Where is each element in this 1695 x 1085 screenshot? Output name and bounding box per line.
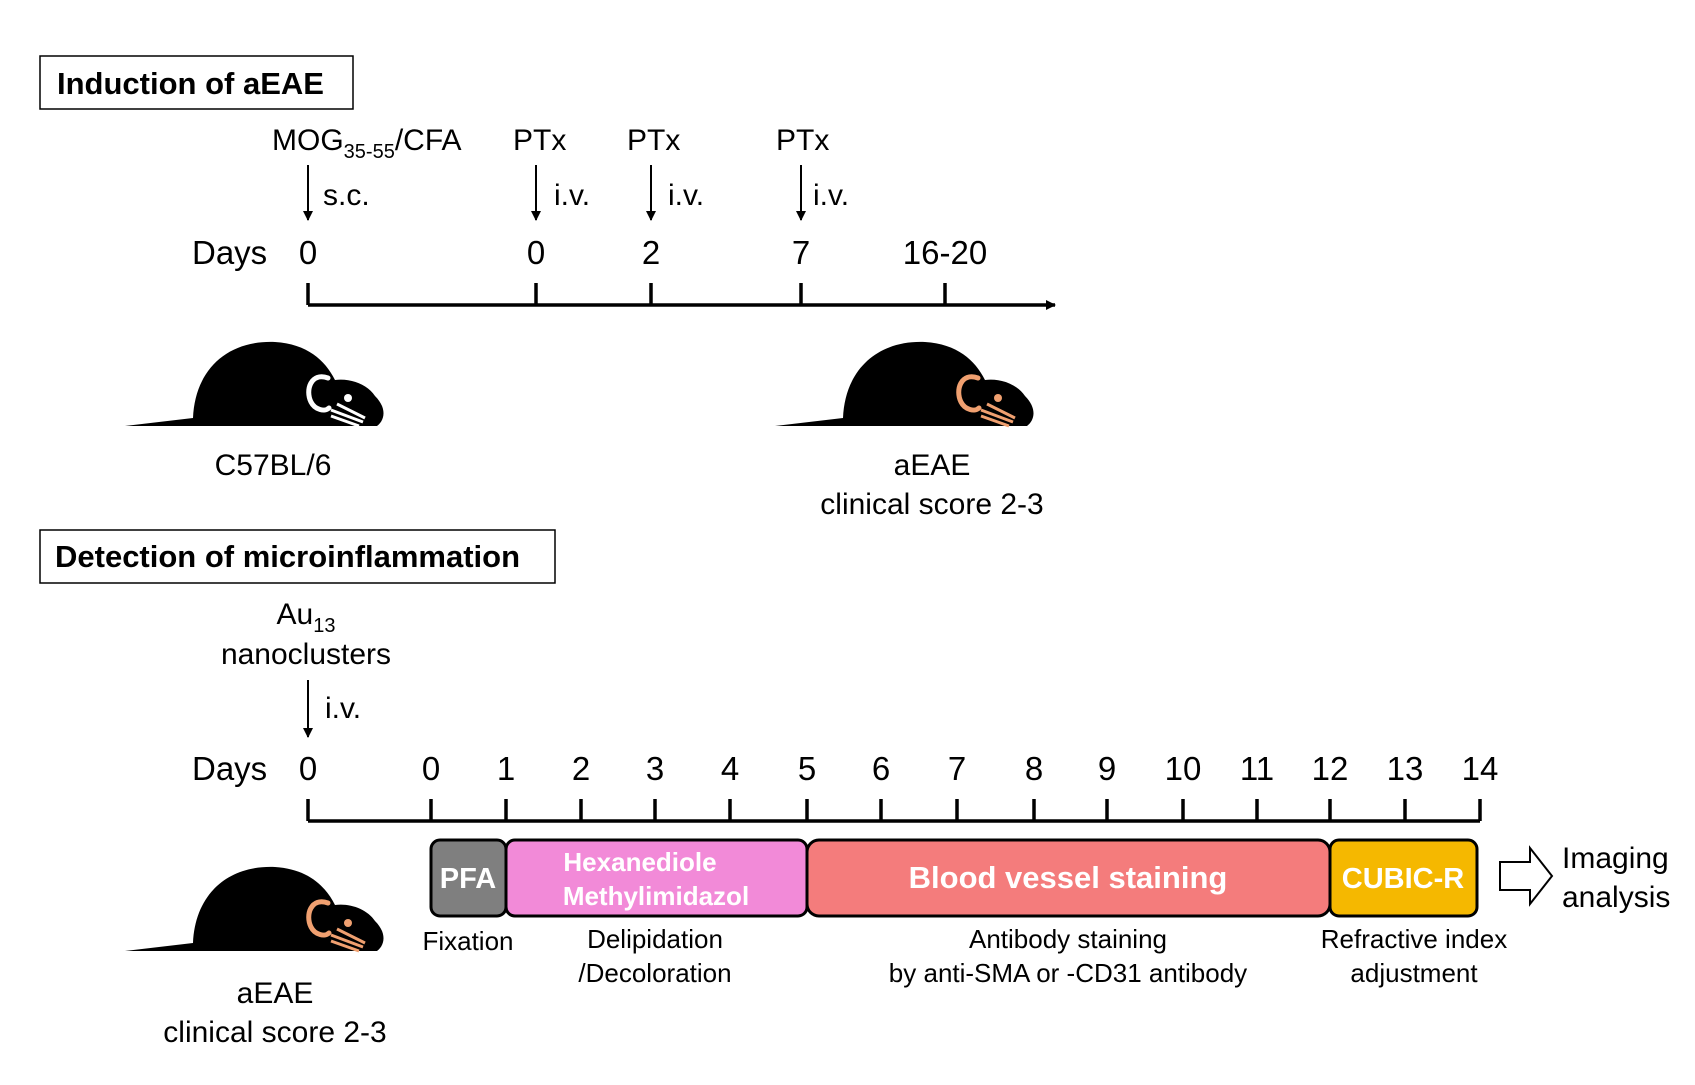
imaging-label-2: analysis: [1562, 881, 1670, 914]
detection-day-tick-label: 5: [798, 750, 816, 787]
detection-mouse-score: clinical score 2-3: [163, 1016, 386, 1049]
induction-day-tick-label: 0: [299, 234, 317, 271]
detection-day-tick-label: 10: [1165, 750, 1202, 787]
detection-day-tick-label: 6: [872, 750, 890, 787]
detection-section: Detection of microinflammation Au13 nano…: [39, 529, 1670, 1049]
induction-day-tick-label: 2: [642, 234, 660, 271]
route-iv: i.v.: [813, 179, 849, 212]
step-pfa-label: PFA: [440, 863, 496, 895]
aeae-label: aEAE: [894, 449, 971, 482]
days-label: Days: [192, 234, 267, 271]
detection-day-tick-label: 9: [1098, 750, 1116, 787]
detection-day-tick-label: 12: [1312, 750, 1349, 787]
detection-day-tick-label: 14: [1462, 750, 1499, 787]
caption-refractive-2: adjustment: [1350, 958, 1478, 988]
route-iv: i.v.: [668, 179, 704, 212]
caption-fixation: Fixation: [422, 926, 513, 956]
caption-delipidation-2: /Decoloration: [578, 958, 731, 988]
route-iv: i.v.: [554, 179, 590, 212]
detection-day-tick-label: 8: [1025, 750, 1043, 787]
mouse-silhouette-icon: [775, 341, 1034, 428]
au-label: Au13: [277, 598, 336, 637]
detection-timeline-ticks: [306, 799, 1482, 821]
detection-day-tick-label: 2: [572, 750, 590, 787]
induction-title: Induction of aEAE: [57, 66, 324, 101]
detection-day-tick-label: 3: [646, 750, 664, 787]
caption-refractive-1: Refractive index: [1321, 924, 1507, 954]
caption-antibody-2: by anti-SMA or -CD31 antibody: [889, 958, 1247, 988]
aeae-score-label: clinical score 2-3: [820, 488, 1043, 521]
step-cubic-box: [1328, 838, 1479, 918]
caption-antibody-1: Antibody staining: [969, 924, 1167, 954]
mouse-strain-label: C57BL/6: [215, 449, 332, 482]
caption-delipidation-1: Delipidation: [587, 924, 723, 954]
detection-day-tick-label: 1: [497, 750, 515, 787]
detection-day-tick-label: 11: [1240, 750, 1274, 787]
detection-mouse-label: aEAE: [237, 977, 314, 1010]
detection-day-tick-label: 13: [1387, 750, 1424, 787]
induction-title-box: [39, 55, 354, 110]
detection-title-box: [39, 529, 556, 584]
detection-day-tick-label: 7: [948, 750, 966, 787]
detection-day-tick-label: 0: [299, 750, 317, 787]
induction-day-tick-label: 16-20: [903, 234, 987, 271]
route-iv: i.v.: [325, 692, 361, 725]
induction-day-tick-label: 7: [792, 234, 810, 271]
ptx-label-day0: PTx: [513, 124, 566, 157]
detection-day-tick-label: 0: [422, 750, 440, 787]
hollow-right-arrow-icon: [1499, 845, 1554, 907]
induction-day-tick-label: 0: [527, 234, 545, 271]
nanoclusters-label: nanoclusters: [221, 638, 391, 671]
step-blood-vessel-label: Blood vessel staining: [909, 860, 1228, 895]
route-sc: s.c.: [323, 179, 370, 212]
mouse-silhouette-icon: [125, 866, 384, 953]
step-cubic-label: CUBIC-R: [1342, 863, 1464, 895]
days-label: Days: [192, 750, 267, 787]
induction-timeline-ticks: [306, 283, 947, 305]
imaging-label-1: Imaging: [1562, 842, 1669, 875]
ptx-label-day2: PTx: [627, 124, 680, 157]
detection-title: Detection of microinflammation: [55, 539, 520, 574]
mog-label: MOG35-55/CFA: [272, 124, 462, 163]
detection-day-tick-label: 4: [721, 750, 739, 787]
step-hexanediole-label-2: Methylimidazol: [563, 881, 749, 911]
induction-day-tick-labels: 0 0 2 7 16-20: [299, 234, 987, 271]
induction-section: Induction of aEAE MOG35-55/CFA PTx PTx P…: [39, 55, 1056, 521]
ptx-label-day7: PTx: [776, 124, 829, 157]
step-hexanediole-label-1: Hexanediole: [563, 847, 716, 877]
mouse-silhouette-icon: [125, 341, 384, 428]
